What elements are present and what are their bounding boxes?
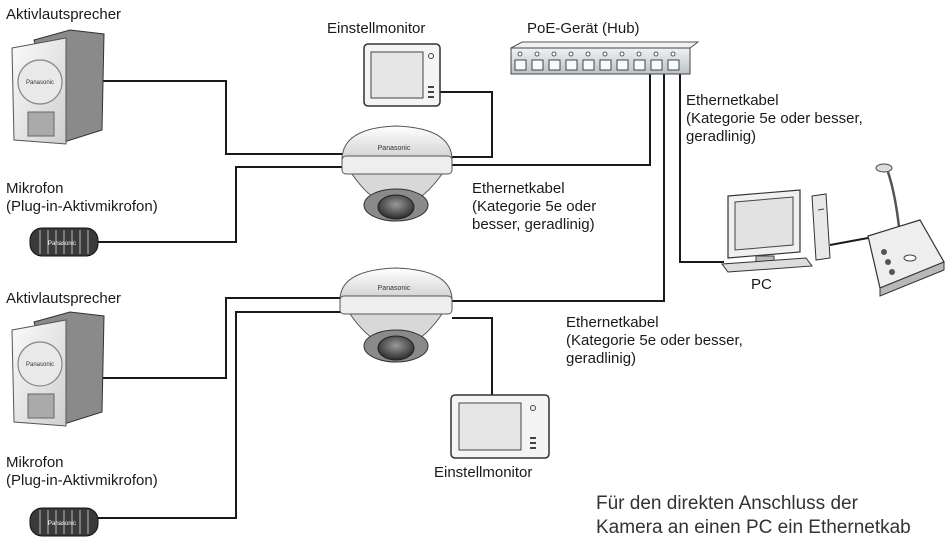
dome-camera-bottom-icon: Panasonic (339, 267, 453, 363)
label-cable-cam2-line3: geradlinig) (566, 350, 637, 367)
desktop-microphone-station-icon (867, 163, 945, 297)
hub-cam2-cable (452, 74, 665, 302)
mic-top-cable (98, 166, 345, 243)
label-cable-hub-pc: Ethernetkabel (Kategorie 5e oder besser,… (686, 92, 863, 146)
svg-text:Panasonic: Panasonic (378, 285, 411, 292)
label-mic-top-line1: Mikrofon (6, 180, 64, 197)
active-speaker-bottom-icon: Panasonic (11, 311, 105, 427)
speaker-top-cable (102, 80, 345, 155)
direct-connection-note: Für den direkten Anschluss der Kamera an… (596, 492, 911, 540)
svg-text:Panasonic: Panasonic (48, 521, 76, 527)
pc-icon (721, 189, 831, 273)
label-cable-hub-pc-line2: (Kategorie 5e oder besser, (686, 110, 863, 127)
label-cable-cam1-line3: besser, geradlinig) (472, 216, 595, 233)
label-cable-cam2-line2: (Kategorie 5e oder besser, (566, 332, 743, 349)
hub-pc-cable (679, 74, 724, 263)
label-mic-top-line2: (Plug-in-Aktivmikrofon) (6, 198, 158, 215)
label-speaker-bottom-text: Aktivlautsprecher (6, 290, 122, 307)
setup-monitor-top-icon (363, 43, 441, 107)
plug-in-microphone-top-icon: Panasonic (29, 227, 99, 257)
note-line1: Für den direkten Anschluss der (596, 493, 858, 514)
label-cable-hub-pc-line3: geradlinig) (686, 128, 757, 145)
svg-text:Panasonic: Panasonic (48, 241, 76, 247)
hub-cam1-cable (452, 74, 651, 166)
mic-bottom-cable (98, 311, 345, 519)
label-speaker-top: Aktivlautsprecher (6, 6, 121, 24)
label-cable-cam1: Ethernetkabel (Kategorie 5e oder besser,… (472, 180, 596, 234)
connection-lines (98, 74, 869, 519)
label-cable-cam2: Ethernetkabel (Kategorie 5e oder besser,… (566, 314, 743, 368)
label-mic-bottom-line2: (Plug-in-Aktivmikrofon) (6, 472, 158, 489)
dome-camera-top-icon: Panasonic (341, 125, 453, 222)
label-monitor-bottom: Einstellmonitor (434, 464, 532, 482)
label-cable-cam2-line1: Ethernetkabel (566, 314, 659, 331)
label-speaker-top-text: Aktivlautsprecher (6, 6, 122, 23)
plug-in-microphone-bottom-icon: Panasonic (29, 507, 99, 537)
note-line2: Kamera an einen PC ein Ethernetkab (596, 517, 911, 538)
label-cable-cam1-line1: Ethernetkabel (472, 180, 565, 197)
label-mic-bottom-line1: Mikrofon (6, 454, 64, 471)
label-cable-cam1-line2: (Kategorie 5e oder (472, 198, 597, 215)
label-monitor-top: Einstellmonitor (327, 20, 425, 38)
label-hub: PoE-Gerät (Hub) (527, 20, 640, 38)
label-mic-top: Mikrofon (Plug-in-Aktivmikrofon) (6, 180, 158, 216)
label-pc: PC (751, 276, 772, 294)
svg-text:Panasonic: Panasonic (378, 145, 411, 152)
monitor-top-cable (418, 91, 493, 158)
svg-text:Panasonic: Panasonic (26, 362, 54, 368)
monitor-bottom-cable (452, 317, 493, 395)
poe-hub-icon (510, 41, 700, 75)
active-speaker-top-icon: Panasonic (11, 29, 105, 145)
label-monitor-bottom-text: Einstellmonitor (434, 464, 533, 481)
svg-text:Panasonic: Panasonic (26, 80, 54, 86)
label-hub-text: PoE-Gerät (Hub) (527, 20, 640, 37)
pc-micstation-cable (829, 237, 869, 246)
label-pc-text: PC (751, 276, 772, 293)
label-mic-bottom: Mikrofon (Plug-in-Aktivmikrofon) (6, 454, 158, 490)
label-cable-hub-pc-line1: Ethernetkabel (686, 92, 779, 109)
speaker-bottom-cable (102, 297, 345, 379)
label-speaker-bottom: Aktivlautsprecher (6, 290, 121, 308)
label-monitor-top-text: Einstellmonitor (327, 20, 426, 37)
setup-monitor-bottom-icon (450, 394, 550, 459)
